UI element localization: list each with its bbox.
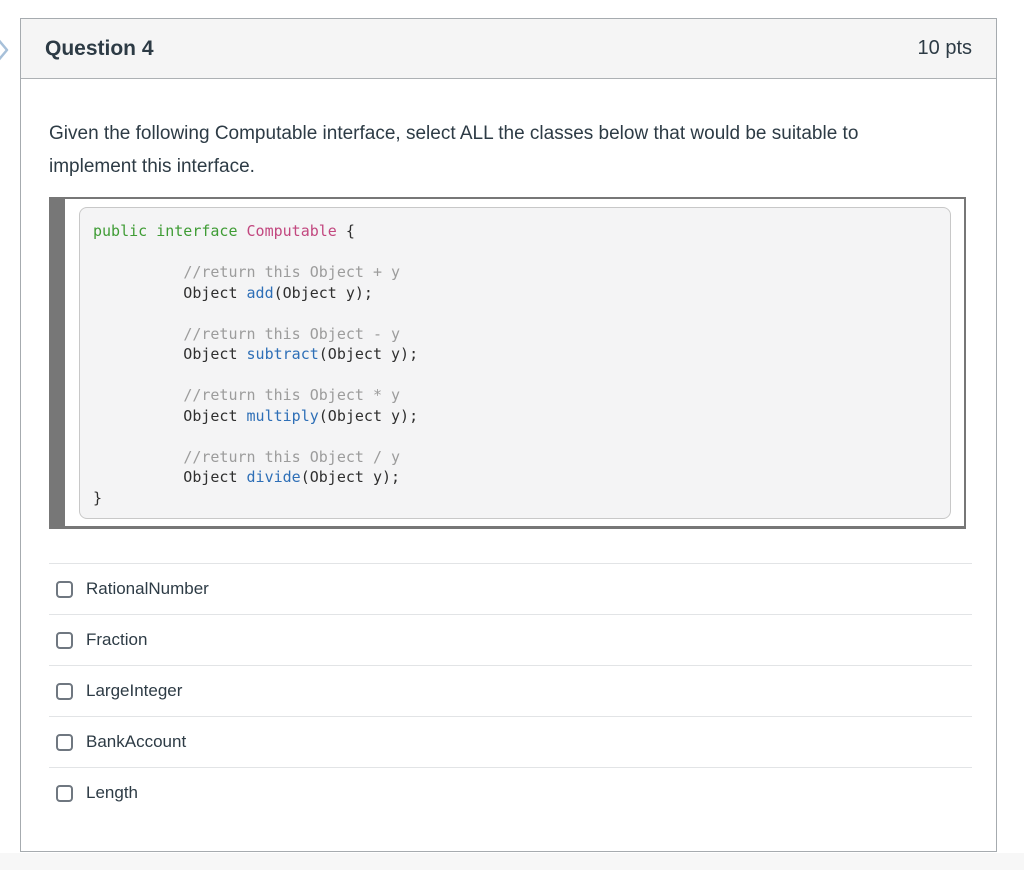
code-block: public interface Computable { //return t… (79, 207, 951, 519)
code-token: (Object y); (273, 283, 373, 302)
answer-label[interactable]: BankAccount (86, 732, 187, 751)
answer-option: Length (49, 767, 972, 818)
code-token: Object (93, 468, 247, 486)
code-token: //return this Object / y (183, 447, 401, 466)
code-token: Object (93, 283, 247, 302)
answer-option: LargeInteger (49, 665, 972, 716)
question-prompt: Given the following Computable interface… (49, 123, 859, 177)
code-token: //return this Object - y (183, 324, 401, 343)
code-token: add (246, 283, 274, 302)
answer-label[interactable]: LargeInteger (86, 681, 183, 700)
answer-label[interactable]: Length (86, 783, 138, 802)
code-token (93, 263, 183, 281)
question-header: Question 4 10 pts (21, 19, 996, 79)
question-card: Question 4 10 pts Given the following Co… (20, 18, 997, 852)
code-token (93, 325, 183, 343)
code-token: (Object y); (300, 468, 401, 486)
code-token: } (93, 488, 103, 507)
answer-option: BankAccount (49, 716, 972, 767)
code-token (93, 448, 183, 466)
code-token: Object (93, 406, 247, 425)
chevron-right-icon (0, 34, 10, 71)
code-token: { (336, 222, 355, 240)
code-token: (Object y); (318, 406, 419, 425)
question-title: Question 4 (45, 36, 154, 60)
page-footer-strip (0, 853, 1024, 870)
answer-option: RationalNumber (49, 563, 972, 614)
code-token: multiply (246, 406, 319, 425)
answer-checkbox[interactable] (56, 631, 73, 649)
code-token: divide (246, 468, 301, 486)
code-token: //return this Object + y (183, 263, 401, 281)
answer-option: Fraction (49, 614, 972, 665)
code-token (93, 386, 183, 404)
code-token: public interface (93, 222, 247, 240)
answer-checkbox[interactable] (56, 733, 73, 751)
code-token: Computable (246, 222, 337, 240)
code-token: subtract (246, 345, 319, 363)
code-block-wrapper: public interface Computable { //return t… (49, 197, 966, 529)
code-token: Object (93, 345, 247, 363)
code-token: //return this Object * y (183, 386, 401, 404)
answer-checkbox[interactable] (56, 580, 73, 598)
answer-label[interactable]: RationalNumber (86, 579, 209, 598)
answer-label[interactable]: Fraction (86, 630, 148, 649)
question-body: Given the following Computable interface… (21, 79, 996, 818)
answer-checkbox[interactable] (56, 784, 73, 802)
question-points-badge: 10 pts (917, 37, 972, 59)
code-token: (Object y); (318, 345, 419, 363)
answer-checkbox[interactable] (56, 682, 73, 700)
